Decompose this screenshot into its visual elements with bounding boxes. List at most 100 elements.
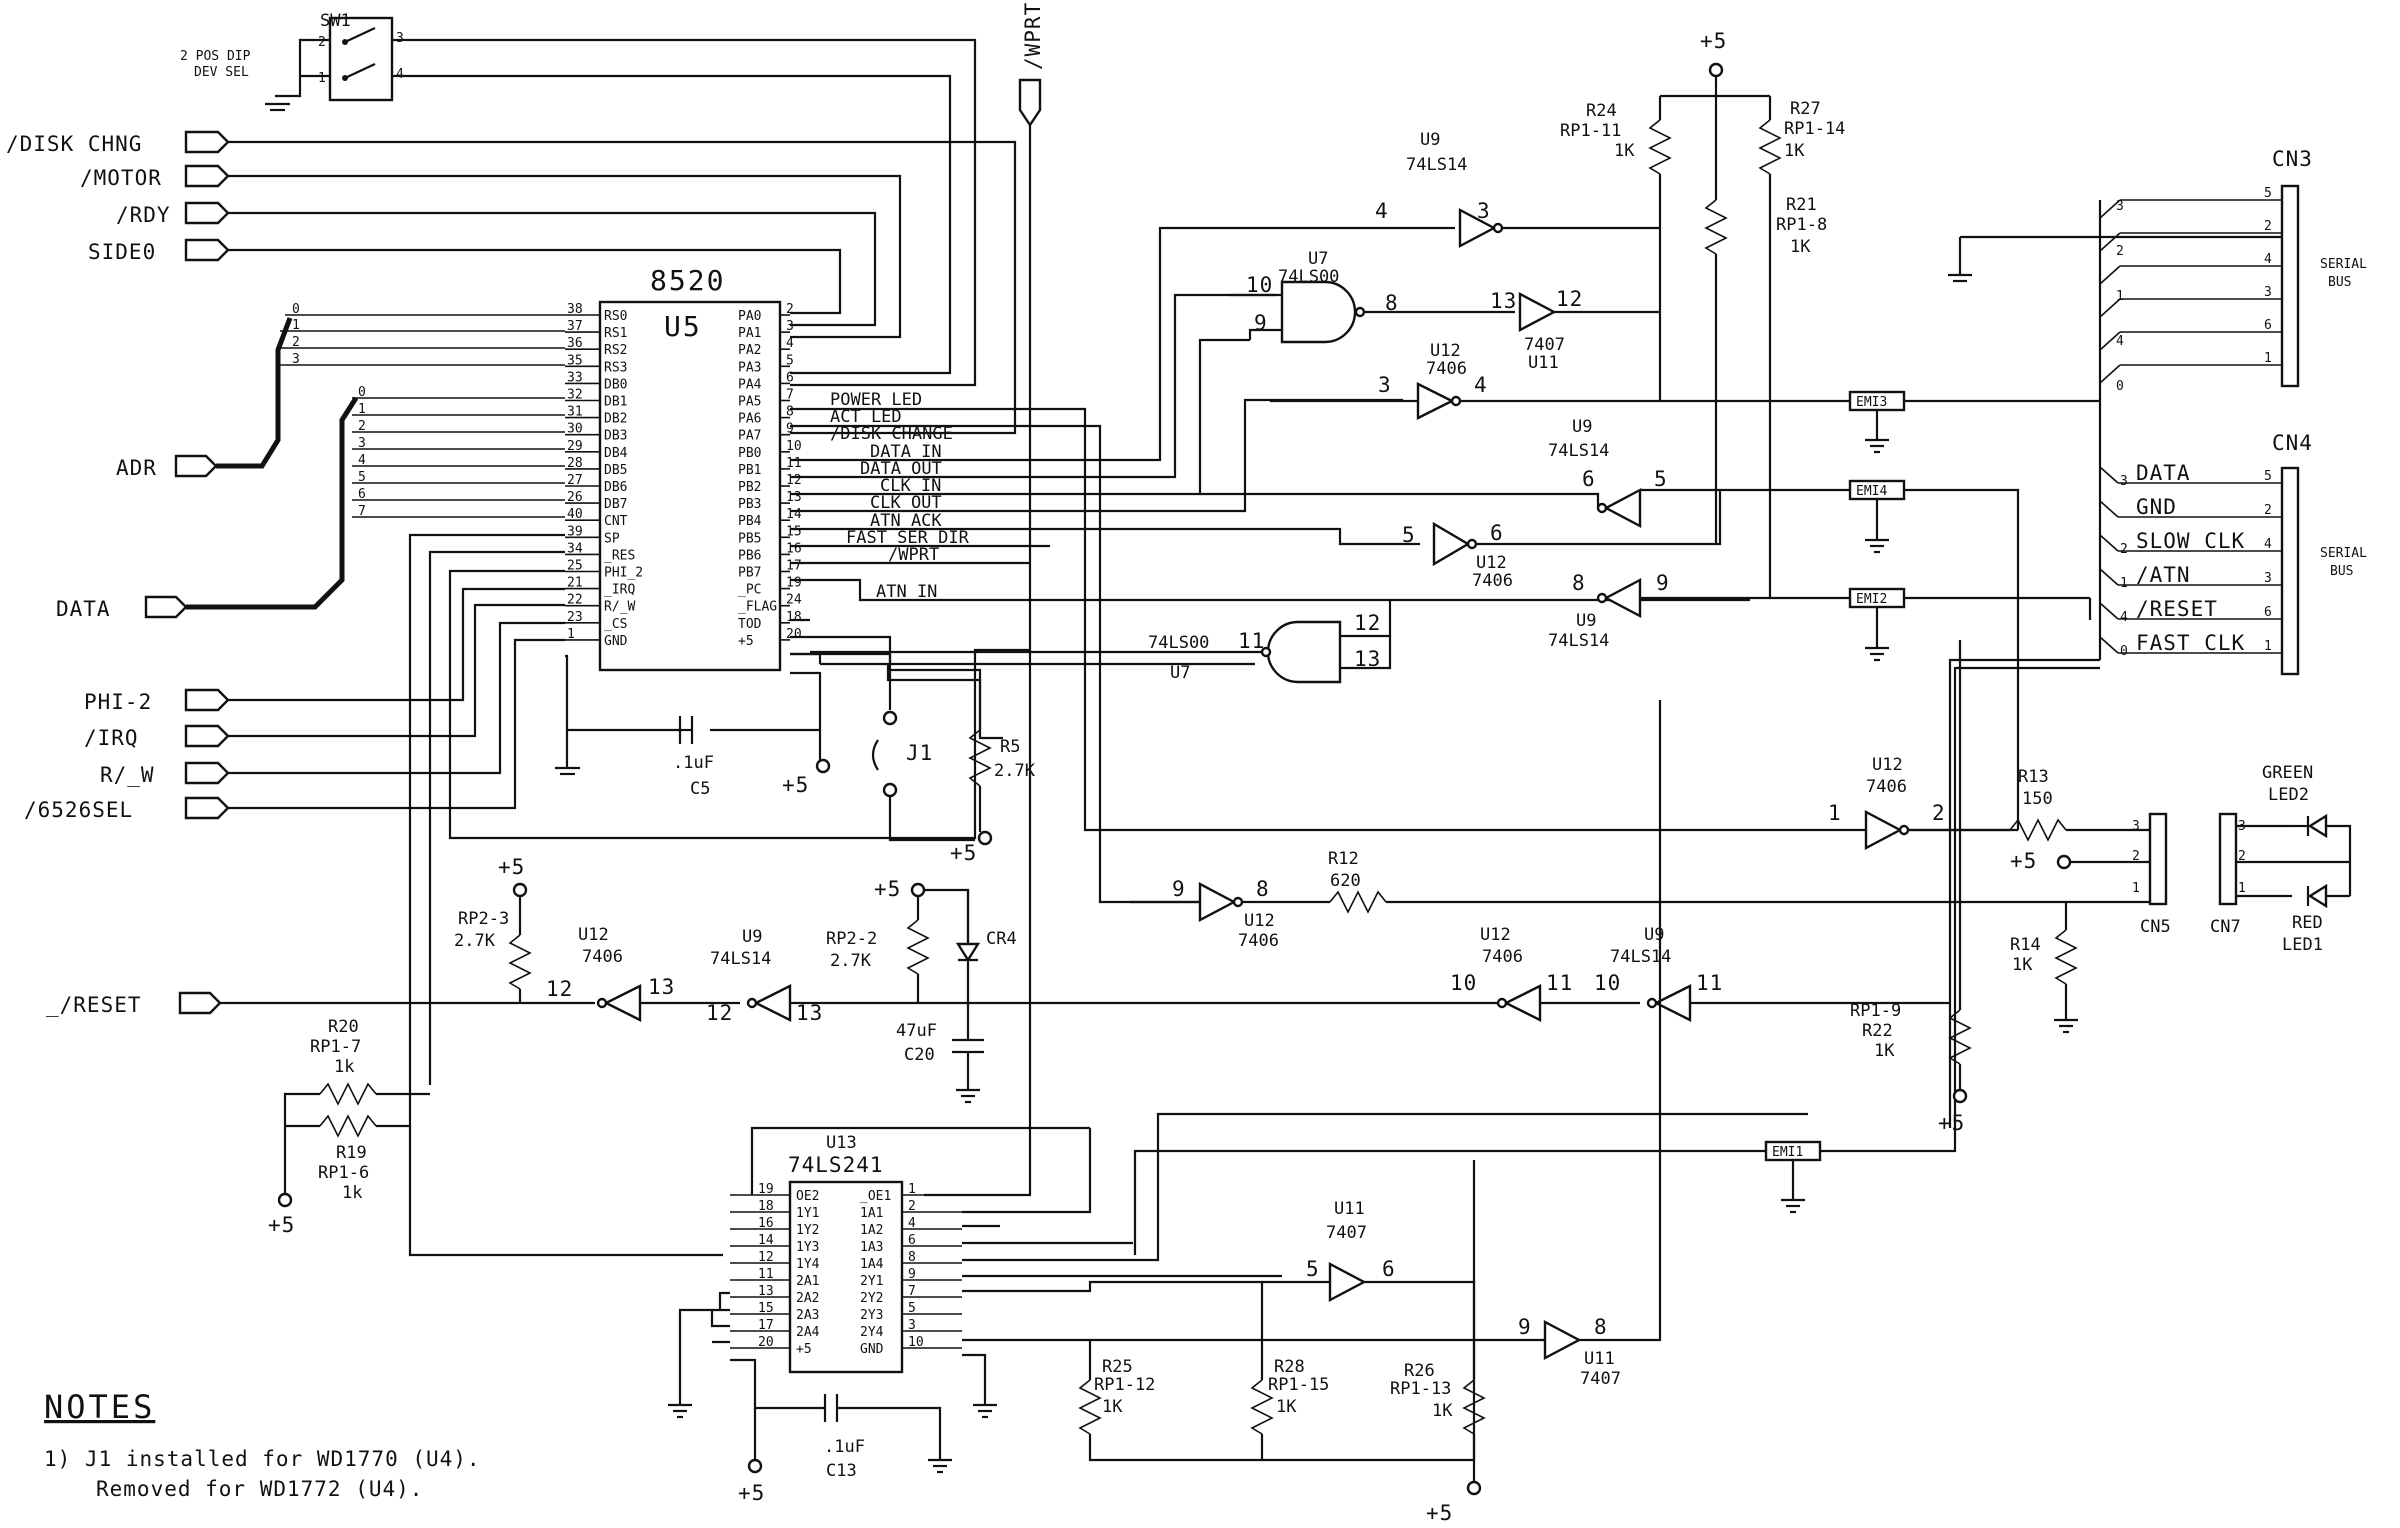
led1-color: RED xyxy=(2292,913,2323,933)
u13-left-pin-number: 14 xyxy=(6,0,22,2)
r14-resistor: R14 1K xyxy=(2010,902,2078,1034)
u13-left-pin-number: 15 xyxy=(6,0,22,2)
u13-left-pin-name: 1Y3 xyxy=(796,1240,819,1255)
cn3-pin-stub xyxy=(2099,265,2121,285)
data-bit-7: 7 xyxy=(358,504,366,519)
c5-ref: C5 xyxy=(690,779,710,799)
cn4-signal-label: GND xyxy=(2136,495,2177,519)
top-plus5: +5 xyxy=(1700,29,1727,53)
cn3-wire-number: 4 xyxy=(2116,334,2124,349)
emi1-label: EMI1 xyxy=(1772,1145,1803,1160)
u7a-pin-8: 8 xyxy=(1385,291,1399,315)
u11c-part: 7407 xyxy=(1580,1369,1621,1389)
u5-left-pin-number: 30 xyxy=(567,422,583,437)
u5-right-pin-name: PA1 xyxy=(738,326,761,341)
u5-right-pin-name: PB6 xyxy=(738,548,761,563)
u5-right-pin-number: 13 xyxy=(786,490,802,505)
u13-left-pin-number: 18 xyxy=(758,1199,774,1214)
reset-chain: +5 RP2-3 2.7K U12 7406 12 13 U9 74LS14 1… xyxy=(454,640,1972,1135)
u11b-pin-out: 6 xyxy=(1382,1257,1396,1281)
u13-left-pin-name: 2A3 xyxy=(796,1308,819,1323)
u7a-part: 74LS00 xyxy=(1278,267,1339,287)
r28-ref: R28 xyxy=(1274,1357,1305,1377)
u9c-pin-in: 9 xyxy=(1656,571,1670,595)
u5-right-pin-number: 7 xyxy=(786,388,794,403)
cn4-signal-number: 0 xyxy=(2120,644,2128,659)
u5-left-pin-name: _RES xyxy=(604,548,635,563)
cn4-ref: CN4 xyxy=(2272,431,2313,455)
cn3-pin-stub xyxy=(2099,331,2121,351)
u5-right-pin-number: 17 xyxy=(786,559,802,574)
u13-left-pin-name: 2A2 xyxy=(796,1291,819,1306)
cn4-label-1: SERIAL xyxy=(2320,546,2367,561)
u9f-part: 74LS14 xyxy=(1610,947,1671,967)
gate-u12-b: 5 6 U12 7406 xyxy=(1402,490,1722,591)
u5-right-pin-number: 19 xyxy=(786,576,802,591)
r20-value: 1k xyxy=(334,1057,354,1077)
port-data: DATA xyxy=(56,597,111,621)
sig-atn-in: ATN IN xyxy=(876,582,937,602)
u9c-ref: U9 xyxy=(1576,611,1596,631)
gate-u11-c: 9 8 U11 7407 xyxy=(1518,700,1662,1389)
cn7-connector: 3 2 1 CN7 xyxy=(2210,812,2350,937)
u7a-pin-9: 9 xyxy=(1254,311,1268,335)
u5-right-pin-name: PA7 xyxy=(738,429,761,444)
u5-left-pin-name: DB3 xyxy=(604,429,627,444)
u5-right-pin-number: 11 xyxy=(786,456,802,471)
port-reset: _/RESET xyxy=(46,993,142,1017)
u5-left-pin-name: GND xyxy=(604,634,628,649)
u13-right-pin-name: 2Y1 xyxy=(860,1274,883,1289)
data-bit-1: 1 xyxy=(358,402,366,417)
sig-clk-in: CLK IN xyxy=(880,476,941,496)
cn4-signal-label: SLOW CLK xyxy=(2136,529,2245,553)
c13-ref: C13 xyxy=(826,1461,857,1481)
rp2-2-ref: RP2-2 xyxy=(826,929,877,949)
adr-bit-3: 3 xyxy=(292,352,300,367)
port-motor: /MOTOR xyxy=(80,166,162,190)
u11a-pin-in: 13 xyxy=(1490,289,1517,313)
r24-value: 1K xyxy=(1614,141,1635,161)
u5-right-pin-name: PB0 xyxy=(738,446,761,461)
u5-right-pin-number: 14 xyxy=(786,507,802,522)
u5-right-pin-number: 2 xyxy=(786,302,794,317)
sig-wprt: /WPRT xyxy=(888,545,939,565)
u9f-pin-out: 10 xyxy=(1594,971,1621,995)
emi4-label: EMI4 xyxy=(1856,484,1887,499)
led1-ref: LED1 xyxy=(2282,935,2323,955)
u12a-pin-out: 4 xyxy=(1474,373,1488,397)
u13-right-pin-number: 10 xyxy=(908,1335,924,1350)
u5-left-pin-number: 27 xyxy=(567,473,583,488)
cn4-label-2: BUS xyxy=(2330,564,2353,579)
u5-left-pin-number: 36 xyxy=(567,336,583,351)
address-bus: 0 1 2 3 xyxy=(216,302,565,469)
u13-right-pin-number: 3 xyxy=(908,1318,916,1333)
u9a-pin-out: 3 xyxy=(1477,199,1491,223)
u13-left-pin-name: OE2 xyxy=(796,1189,819,1204)
u5-right-pin-name: PB2 xyxy=(738,480,761,495)
u12c-part: 7406 xyxy=(1866,777,1907,797)
u9b-part: 74LS14 xyxy=(1548,441,1609,461)
u13-right-pin-name: GND xyxy=(860,1342,884,1357)
c5-plus5: +5 xyxy=(782,773,809,797)
u13-right-pin-name: 2Y3 xyxy=(860,1308,883,1323)
u9b-pin-out: 6 xyxy=(1582,467,1596,491)
r14-value: 1K xyxy=(2012,955,2033,975)
sig-atn-ack: ATN ACK xyxy=(870,511,942,531)
u9e-pin-out: 12 xyxy=(706,1001,733,1025)
u12b-pin-in: 5 xyxy=(1402,523,1416,547)
r26-rp: RP1-13 xyxy=(1390,1379,1451,1399)
cn7-pin-2: 2 xyxy=(2238,849,2246,864)
u13-right-pin-name: 1A2 xyxy=(860,1223,883,1238)
u5-right-pin-number: 20 xyxy=(786,627,802,642)
r21-rp: RP1-8 xyxy=(1776,215,1827,235)
u5-right-pin-number: 16 xyxy=(786,541,802,556)
cr4-ref: CR4 xyxy=(986,929,1017,949)
u12e-part: 7406 xyxy=(1482,947,1523,967)
r25-value: 1K xyxy=(1102,1397,1123,1417)
u13-right-pin-number: 1 xyxy=(908,1182,916,1197)
r19-plus5: +5 xyxy=(268,1213,295,1237)
u5-left-pin-number: 40 xyxy=(567,507,583,522)
sw1-pin-4: 4 xyxy=(396,67,404,82)
